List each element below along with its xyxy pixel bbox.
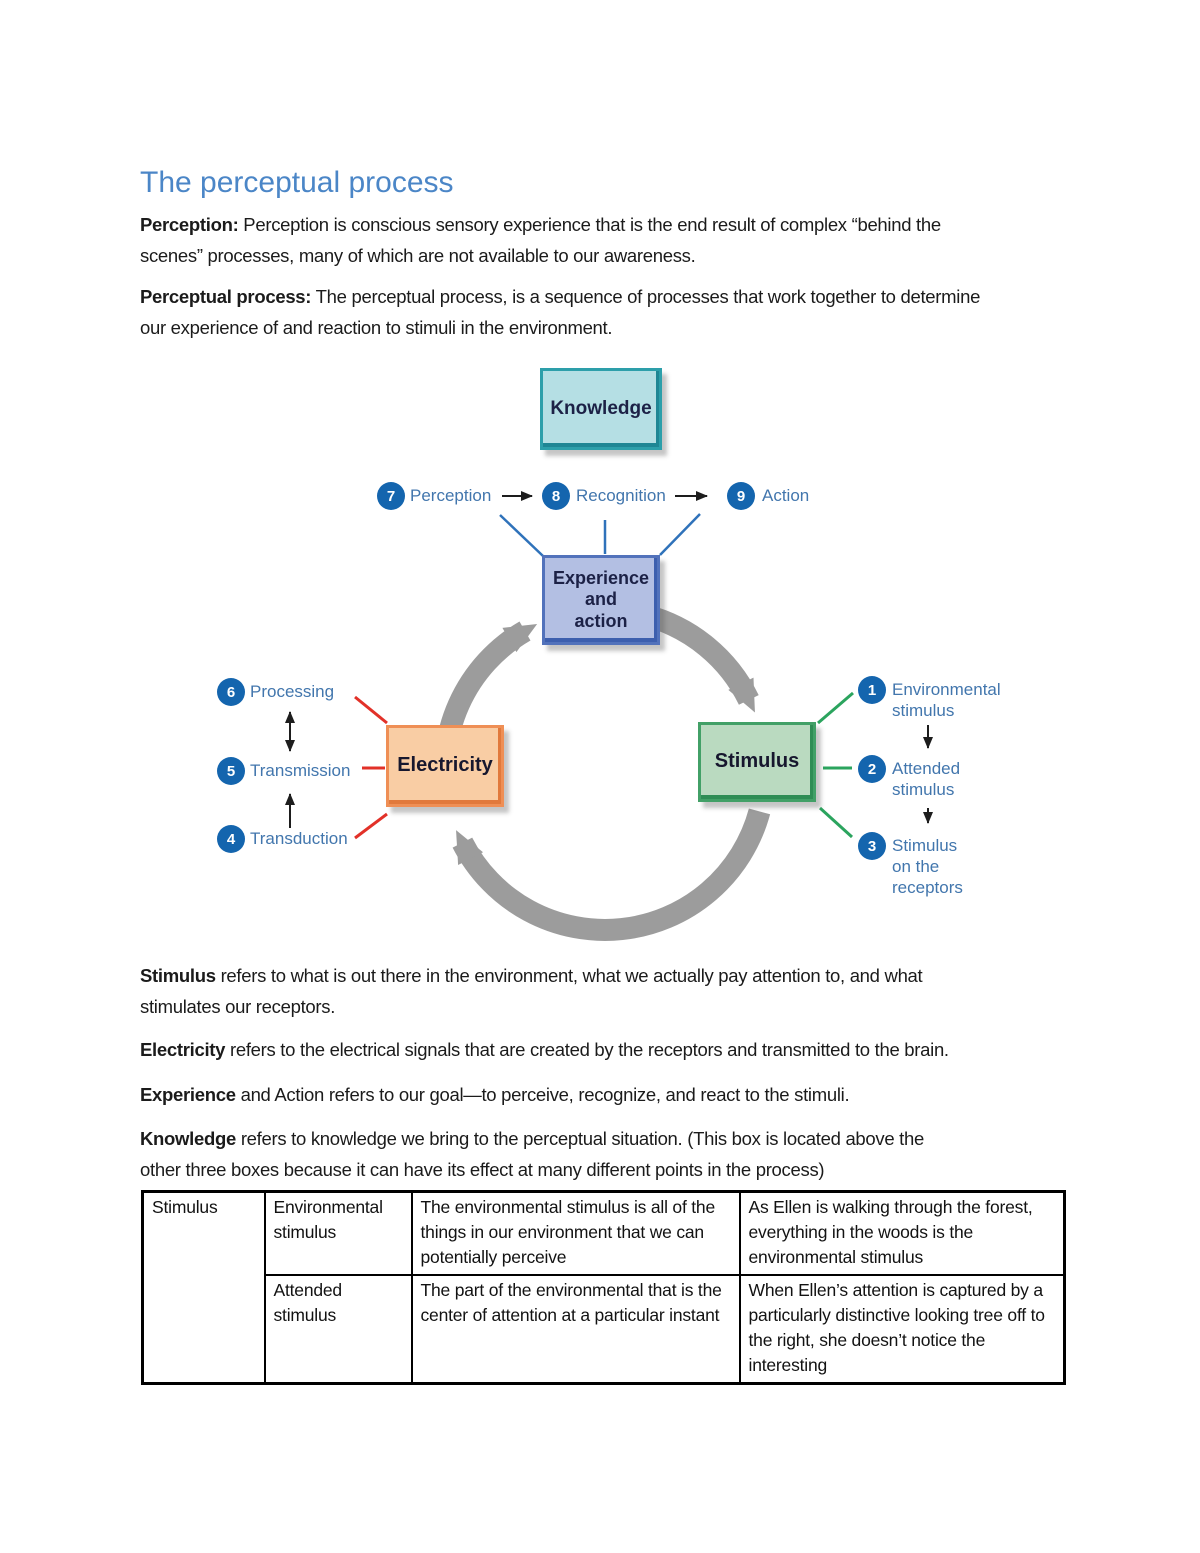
connector-stimulus-receptors <box>818 806 854 839</box>
stimulus-box-label: Stimulus <box>714 750 800 773</box>
table-row-attended-stimulus: Attended stimulus The part of the enviro… <box>143 1274 1066 1385</box>
knowledge-box: Knowledge <box>540 368 662 450</box>
step-circle-8: 8 <box>542 482 570 510</box>
definition-paragraph-stimulus: Stimulus refers to what is out there in … <box>140 960 1100 1022</box>
step-circle-7: 7 <box>377 482 405 510</box>
paragraph-body: refers to knowledge we bring to the perc… <box>140 1128 925 1180</box>
paragraph-lead: Electricity <box>140 1039 226 1060</box>
step-label-transmission: Transmission <box>250 761 351 780</box>
paragraph-body: The perceptual process, is a sequence of… <box>140 286 981 338</box>
paragraph-lead: Perceptual process: <box>140 286 312 307</box>
step-circle-1: 1 <box>858 676 886 704</box>
step-label-stimulus-on-receptors: Stimulus on the receptors <box>892 836 963 897</box>
step-circle-2: 2 <box>858 755 886 783</box>
paragraph-body: and Action refers to our goal—to perceiv… <box>235 1084 850 1105</box>
cycle-arrow-stimulus-to-electricity <box>452 808 771 941</box>
perceptual-process-diagram: Knowledge Experience and action Electric… <box>140 350 1060 950</box>
definition-paragraph-electricity: Electricity refers to the electrical sig… <box>140 1034 1100 1065</box>
step-circle-4: 4 <box>217 825 245 853</box>
paragraph-body: refers to what is out there in the envir… <box>140 965 923 1017</box>
intro-paragraph-perception: Perception: Perception is conscious sens… <box>140 209 1100 271</box>
knowledge-box-label: Knowledge <box>550 397 652 419</box>
page-title: The perceptual process <box>140 166 454 199</box>
table-cell-definition: The environmental stimulus is all of the… <box>410 1190 741 1276</box>
cycle-arrow-experience-to-stimulus <box>643 604 759 713</box>
step-label-recognition: Recognition <box>576 486 666 505</box>
connector-experience-perception <box>499 514 544 557</box>
step-label-processing: Processing <box>250 682 335 701</box>
paragraph-lead: Knowledge <box>140 1128 236 1149</box>
table-cell-term: Environmental stimulus <box>263 1190 413 1276</box>
connector-electricity-processing <box>354 695 388 725</box>
experience-and-action-box: Experience and action <box>542 555 660 645</box>
paragraph-lead: Stimulus <box>140 965 216 986</box>
electricity-box-label: Electricity <box>397 754 493 777</box>
step-circle-9: 9 <box>727 482 755 510</box>
connector-stimulus-environmental <box>817 691 854 725</box>
electricity-box: Electricity <box>386 725 504 807</box>
definition-paragraph-experience: Experience and Action refers to our goal… <box>140 1079 1100 1110</box>
step-circle-6: 6 <box>217 678 245 706</box>
step-label-action: Action <box>762 486 810 505</box>
step-label-perception: Perception <box>410 486 492 505</box>
definition-paragraph-knowledge: Knowledge refers to knowledge we bring t… <box>140 1123 1100 1185</box>
paragraph-body: refers to the electrical signals that ar… <box>225 1039 949 1060</box>
paragraph-body: Perception is conscious sensory experien… <box>140 214 941 266</box>
table-row-environmental-stimulus: Stimulus Environmental stimulus The envi… <box>141 1190 1066 1385</box>
table-cell-definition: The part of the environmental that is th… <box>410 1274 741 1385</box>
stimulus-box: Stimulus <box>698 722 816 802</box>
step-circle-3: 3 <box>858 832 886 860</box>
connector-experience-action <box>659 513 701 556</box>
paragraph-lead: Perception: <box>140 214 239 235</box>
connector-electricity-transduction <box>354 812 388 840</box>
table-cell-category: Stimulus <box>141 1190 266 1385</box>
step-label-environmental-stimulus: Environmental stimulus <box>892 680 1001 720</box>
table-cell-example: When Ellen’s attention is captured by a … <box>738 1274 1066 1385</box>
intro-paragraph-perceptual-process: Perceptual process: The perceptual proce… <box>140 281 1100 343</box>
stimulus-table: Stimulus Environmental stimulus The envi… <box>141 1190 1066 1385</box>
experience-and-action-box-label: Experience and action <box>552 568 650 631</box>
table-cell-term: Attended stimulus <box>263 1274 413 1385</box>
paragraph-lead: Experience <box>140 1084 236 1105</box>
table-cell-example: As Ellen is walking through the forest, … <box>738 1190 1066 1276</box>
step-label-transduction: Transduction <box>250 829 348 848</box>
step-circle-5: 5 <box>217 757 245 785</box>
step-label-attended-stimulus: Attended stimulus <box>892 759 961 799</box>
